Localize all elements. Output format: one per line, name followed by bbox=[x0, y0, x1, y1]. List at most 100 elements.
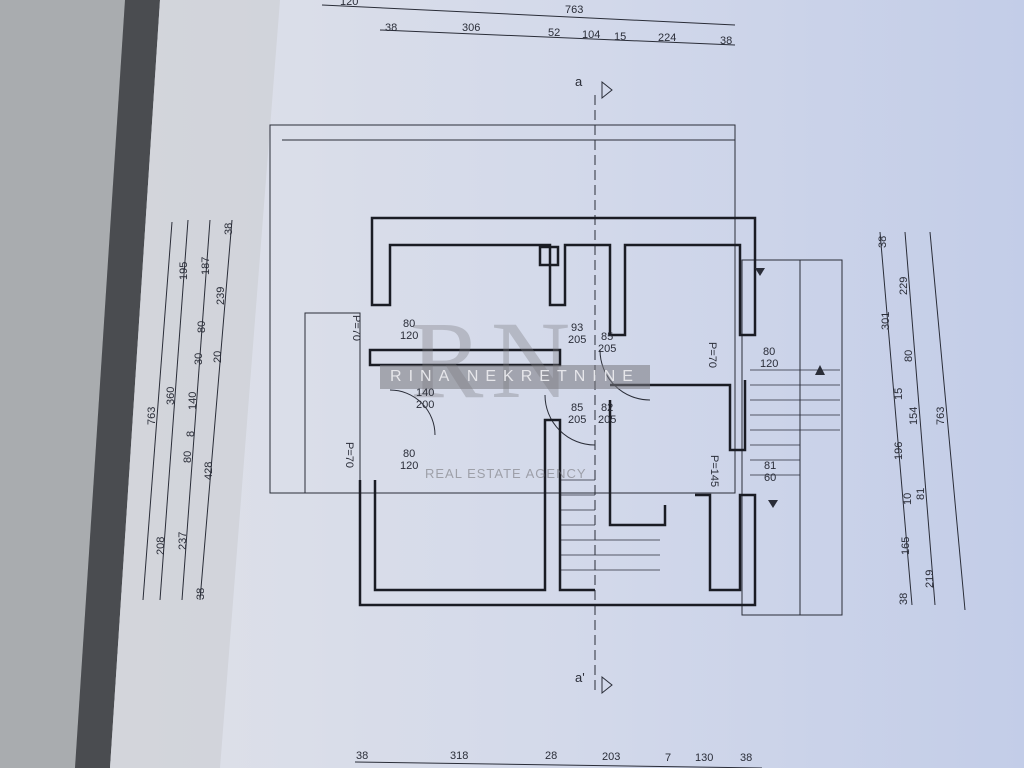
dim-bottom-seg: 38 bbox=[356, 750, 369, 762]
balcony-right bbox=[741, 259, 843, 616]
dim-top-seg: 224 bbox=[658, 32, 677, 44]
opening-height: 205 bbox=[598, 414, 617, 426]
dim-line-right bbox=[904, 231, 936, 606]
binding-shadow bbox=[75, 0, 160, 768]
opening-width: 93 bbox=[571, 322, 584, 334]
dim-bottom-seg: 7 bbox=[665, 752, 672, 764]
opening-width: 80 bbox=[403, 448, 416, 460]
dim-right: 154 bbox=[908, 406, 920, 425]
dim-left: 140 bbox=[187, 391, 199, 410]
door-swing-arc bbox=[389, 389, 436, 436]
dim-line-top bbox=[321, 4, 736, 26]
opening-width: 80 bbox=[763, 346, 776, 358]
opening-width: 81 bbox=[764, 460, 777, 472]
opening-width: 85 bbox=[571, 402, 584, 414]
dim-top-overall: 763 bbox=[565, 4, 584, 16]
stair-arrow-icon bbox=[755, 268, 765, 276]
dim-line-left bbox=[142, 221, 173, 601]
dim-bottom-seg: 130 bbox=[695, 752, 714, 764]
dim-right: 81 bbox=[915, 487, 927, 500]
dim-left: 38 bbox=[223, 222, 235, 235]
dim-top-seg: 52 bbox=[548, 27, 561, 39]
dim-right: 38 bbox=[877, 235, 889, 248]
dim-top-seg: 104 bbox=[582, 29, 601, 41]
dim-bottom-seg: 38 bbox=[740, 752, 753, 764]
section-arrow-icon bbox=[601, 80, 613, 100]
watermark-name: RINA NEKRETNINE bbox=[380, 365, 650, 389]
opening-height: 120 bbox=[400, 460, 419, 472]
dim-right: 219 bbox=[924, 569, 936, 588]
watermark-logo: R N bbox=[410, 299, 570, 421]
dim-bottom-seg: 318 bbox=[450, 750, 469, 762]
parapet-label: P=70 bbox=[343, 442, 355, 468]
dim-right: 38 bbox=[898, 592, 910, 605]
section-arrow-icon bbox=[601, 675, 613, 695]
dim-right: 196 bbox=[893, 441, 905, 460]
dim-right: 10 bbox=[902, 492, 914, 505]
dim-line-right bbox=[929, 231, 966, 611]
terrace-outline bbox=[269, 124, 736, 494]
left-page bbox=[0, 0, 125, 768]
parapet-label: P=70 bbox=[706, 342, 718, 368]
dim-left: 80 bbox=[182, 450, 194, 463]
dim-bottom-seg: 28 bbox=[545, 750, 558, 762]
stairs bbox=[560, 369, 840, 571]
dim-line-left bbox=[199, 219, 233, 601]
dim-left-overall: 763 bbox=[146, 406, 158, 425]
dim-line-top bbox=[379, 29, 736, 46]
dim-right-overall: 763 bbox=[935, 406, 947, 425]
dim-left: 80 bbox=[196, 320, 208, 333]
dim-right: 301 bbox=[880, 311, 892, 330]
section-mark-top: a bbox=[575, 74, 583, 89]
dim-left: 237 bbox=[177, 531, 189, 550]
dim-right: 229 bbox=[898, 276, 910, 295]
dim-right: 80 bbox=[903, 349, 915, 362]
dim-left: 208 bbox=[155, 536, 167, 555]
dim-line-left bbox=[159, 219, 189, 601]
dim-left: 38 bbox=[195, 587, 207, 600]
opening-height: 200 bbox=[416, 399, 435, 411]
walls bbox=[358, 216, 757, 607]
opening-height: 205 bbox=[568, 334, 587, 346]
dim-top-seg: 15 bbox=[614, 31, 627, 43]
section-mark-bottom: a' bbox=[575, 670, 585, 685]
opening-width: 85 bbox=[601, 331, 614, 343]
dim-left: 30 bbox=[193, 352, 205, 365]
stair-arrow-icon bbox=[768, 500, 778, 508]
dim-top-seg: 38 bbox=[385, 22, 398, 34]
dim-left: 20 bbox=[212, 350, 224, 363]
parapet-label: P=70 bbox=[350, 315, 362, 341]
dim-top-partial: 120 bbox=[340, 0, 359, 8]
opening-height: 120 bbox=[760, 358, 779, 370]
dim-right: 165 bbox=[900, 536, 912, 555]
dim-line-left bbox=[181, 219, 211, 601]
opening-height: 120 bbox=[400, 330, 419, 342]
dim-left: 239 bbox=[215, 286, 227, 305]
balcony-left bbox=[304, 312, 361, 494]
parapet-label: P=145 bbox=[708, 455, 720, 488]
dim-line-bottom bbox=[354, 761, 763, 768]
dim-bottom-seg: 203 bbox=[602, 751, 621, 763]
watermark-tagline: REAL ESTATE AGENCY bbox=[425, 466, 587, 481]
dim-top-seg: 306 bbox=[462, 22, 481, 34]
opening-width: 80 bbox=[403, 318, 416, 330]
dim-left: 360 bbox=[165, 386, 177, 405]
dim-line-right bbox=[879, 231, 913, 606]
dim-left: 187 bbox=[200, 256, 212, 275]
opening-height: 60 bbox=[764, 472, 777, 484]
dim-right: 15 bbox=[893, 387, 905, 400]
dim-left: 428 bbox=[203, 461, 215, 480]
stair-arrow-icon bbox=[815, 365, 825, 375]
paper-shading bbox=[110, 0, 280, 768]
dim-left: 195 bbox=[178, 261, 190, 280]
chimney bbox=[538, 245, 560, 267]
dim-top-seg: 38 bbox=[720, 35, 733, 47]
opening-height: 205 bbox=[598, 343, 617, 355]
